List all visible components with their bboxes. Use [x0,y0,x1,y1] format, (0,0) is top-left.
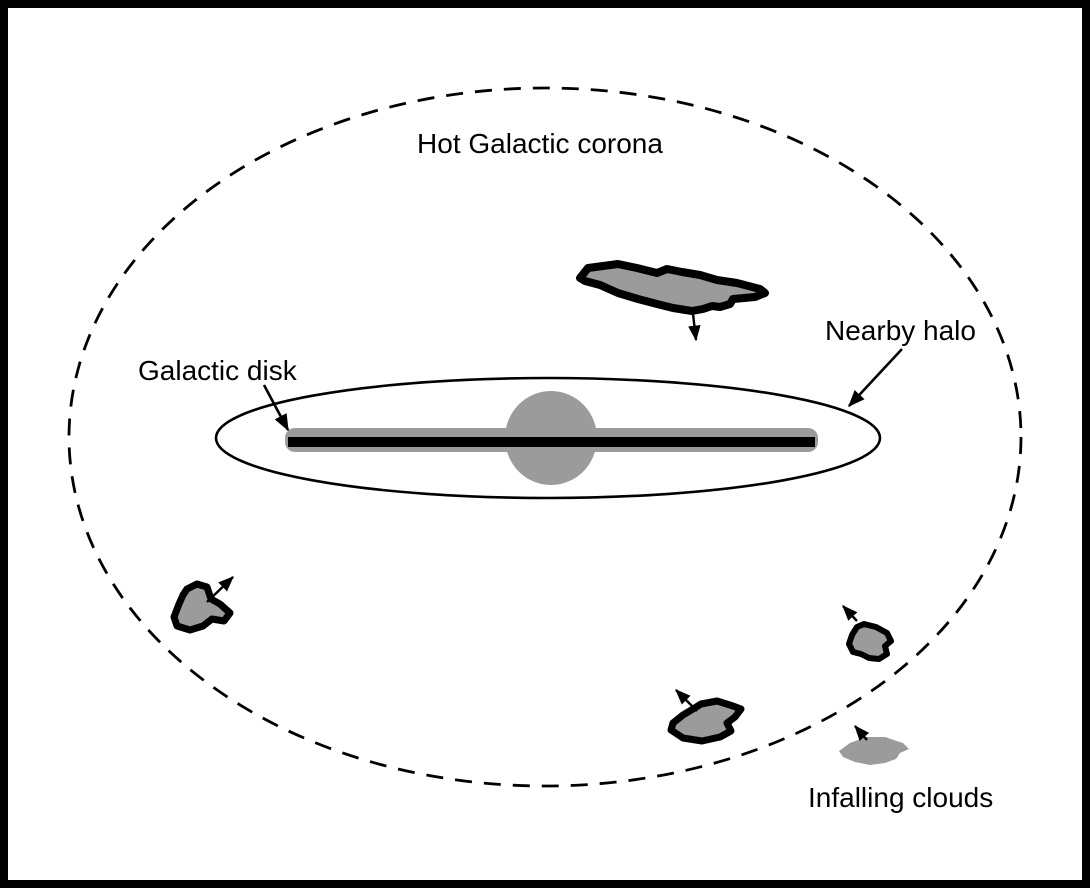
cloud-top-velocity-arrow [688,313,701,342]
corona-boundary-ellipse [67,86,1023,788]
cloud-lower-center-velocity-arrow [675,689,698,712]
cloud-lower-left-velocity-arrow [206,576,234,603]
corona-label: Hot Galactic corona [417,128,663,159]
galactic-disk-label: Galactic disk [138,355,298,386]
infalling-cloud-lower-center [667,697,745,745]
infalling-cloud-outer-gray [839,737,909,765]
cloud-outer-velocity-arrow [854,725,870,741]
infalling-cloud-top [576,260,769,315]
infalling-clouds-label: Infalling clouds [808,782,993,813]
cloud-lower-right-velocity-arrow [842,605,858,622]
nearby-halo-label: Nearby halo [825,315,976,346]
galactic-disk-bar [288,437,815,447]
infalling-cloud-lower-left [170,580,234,634]
galactic-disk-arrow [262,384,290,432]
infalling-cloud-lower-right [846,621,894,662]
nearby-halo-arrow [848,348,903,407]
